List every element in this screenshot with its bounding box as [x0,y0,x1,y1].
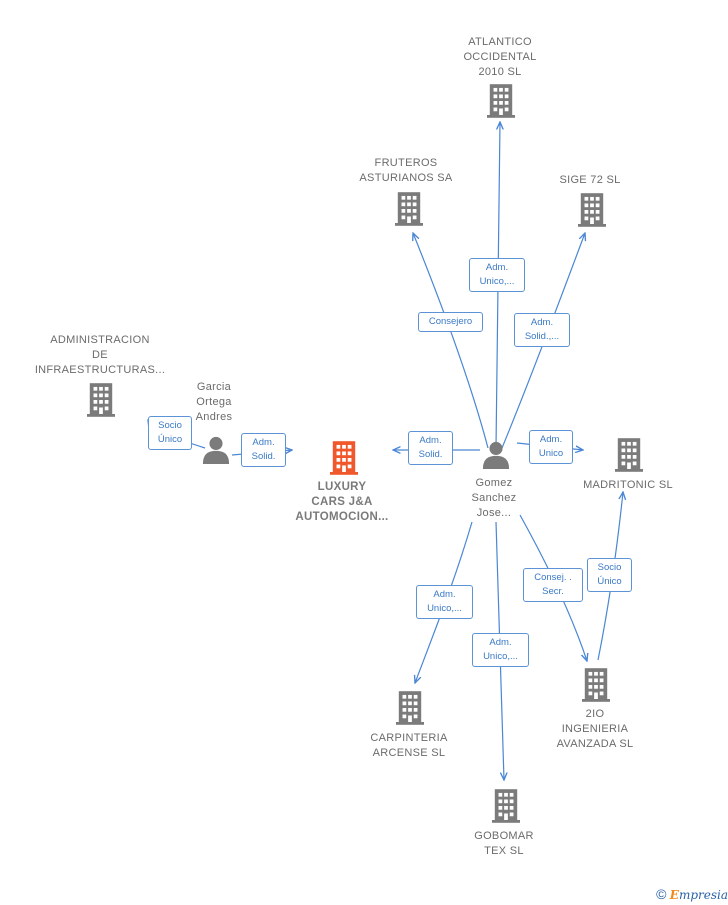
edge-label-gomez-gobomar: Adm. Unico,... [472,633,529,667]
copyright-icon: © [656,886,667,902]
edge-label-gomez-2io: Consej. . Secr. [523,568,583,602]
administracion-building-icon[interactable] [87,383,115,417]
sige-label[interactable]: SIGE 72 SL [559,174,621,186]
madritonic-label[interactable]: MADRITONIC SL [583,479,673,491]
edge-label-gomez-madritonic: Adm. Unico [529,430,573,464]
edge-gomez-fruteros [413,233,489,449]
edge-label-garcia-administracion: Socio Único [148,416,192,450]
administracion-label[interactable]: ADMINISTRACION DE INFRAESTRUCTURAS... [34,334,166,376]
fruteros-label[interactable]: FRUTEROS ASTURIANOS SA [359,157,453,184]
2io-building-icon[interactable] [582,668,610,702]
carpinteria-building-icon[interactable] [396,691,424,725]
luxury-label[interactable]: LUXURY CARS J&A AUTOMOCION... [295,481,389,523]
edge-label-gomez-carpinteria: Adm. Unico,... [416,585,473,619]
madritonic-building-icon[interactable] [615,438,643,472]
gomez-label[interactable]: Gomez Sanchez Jose... [471,477,517,519]
garcia-label[interactable]: Garcia Ortega Andres [195,381,233,423]
edge-label-2io-madritonic: Socio Único [587,558,632,592]
empresia-footer: © Empresia [656,886,728,902]
2io-label[interactable]: 2IO INGENIERIA AVANZADA SL [556,708,634,750]
edge-label-gomez-fruteros: Consejero [418,312,483,332]
fruteros-building-icon[interactable] [395,192,423,226]
edge-label-gomez-atlantico: Adm. Unico,... [469,258,525,292]
empresia-logo: Empresia [669,888,728,902]
gobomar-label[interactable]: GOBOMAR TEX SL [474,830,534,857]
sige-building-icon[interactable] [578,193,606,227]
edge-label-garcia-luxury: Adm. Solid. [241,433,286,467]
luxury-building-icon[interactable] [330,441,358,475]
atlantico-label[interactable]: ATLANTICO OCCIDENTAL 2010 SL [463,36,537,78]
atlantico-building-icon[interactable] [487,84,515,118]
carpinteria-label[interactable]: CARPINTERIA ARCENSE SL [370,732,448,759]
garcia-person-icon[interactable] [202,436,230,464]
gobomar-building-icon[interactable] [492,789,520,823]
edge-label-gomez-luxury: Adm. Solid. [408,431,453,465]
edge-label-gomez-sige: Adm. Solid.,... [514,313,570,347]
